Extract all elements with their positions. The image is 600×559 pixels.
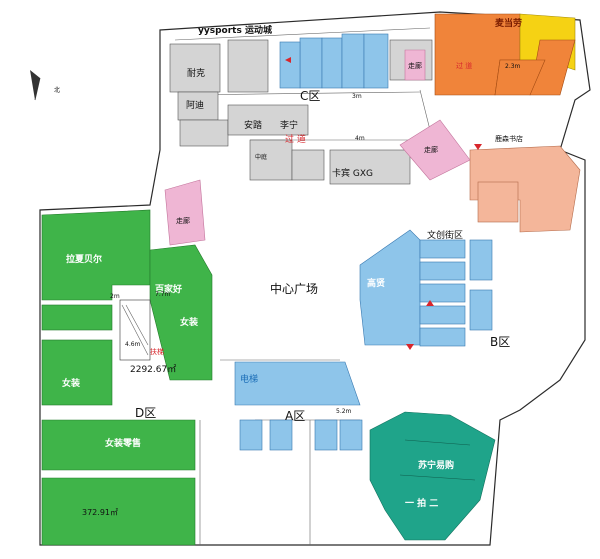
store-bookstore: 鹿森书店: [495, 134, 523, 143]
retail-area: 372.91㎡: [82, 508, 118, 517]
corridor-label-2: 走廊: [424, 145, 438, 154]
d-zone-area: 2292.67㎡: [130, 364, 176, 375]
store-lining: 李宁: [280, 119, 298, 131]
atrium-label: 中庭: [255, 153, 267, 161]
map-title: yysports 运动城: [198, 24, 272, 36]
store-gaoxin: 高贤: [367, 277, 385, 289]
dim-7-7: 7.7m: [155, 291, 171, 298]
b-zone-blue: [359, 229, 493, 347]
store-womens-b: 女装: [62, 377, 81, 389]
dim-4m: 4m: [355, 135, 365, 142]
c-zone-grey-units: [169, 39, 433, 185]
zone-a-label: A区: [285, 409, 305, 423]
store-yiyan: 一 拍 二: [405, 497, 438, 509]
suning-teal: [369, 411, 496, 541]
walkway-label-1: 过 道: [285, 133, 306, 145]
zone-b-label: B区: [490, 335, 510, 349]
zone-c-label: C区: [300, 89, 320, 103]
corridor-label-1: 走廊: [176, 216, 190, 225]
escalator-label: 扶梯: [150, 347, 164, 356]
direction-arrows: [285, 57, 482, 350]
bookstore-block: [469, 145, 581, 233]
store-nike: 耐克: [187, 67, 205, 79]
store-lachapelle: 拉夏贝尔: [66, 253, 102, 265]
corridor-label-3: 走廊: [408, 61, 422, 70]
dim-4-6: 4.6m: [125, 341, 141, 348]
mcdonalds-block: [434, 13, 576, 96]
center-plaza-label: 中心广场: [270, 281, 318, 296]
store-mcdonalds: 麦当劳: [495, 17, 522, 29]
store-anta: 安踏: [244, 119, 262, 131]
store-womens-retail: 女装零售: [105, 437, 141, 449]
store-suning: 苏宁易购: [418, 459, 454, 471]
store-kappa-gxg: 卡宾 GXG: [332, 167, 373, 179]
compass-north-label: 北: [54, 86, 60, 94]
walkways: [164, 49, 471, 246]
walkway-label-2: 过 道: [456, 61, 472, 70]
store-wenchuang: 文创街区: [427, 229, 463, 241]
c-zone-blue-units: [279, 33, 389, 89]
elevator-label: 电梯: [240, 373, 258, 385]
dim-3m: 3m: [352, 93, 362, 100]
compass-icon: [30, 70, 41, 101]
a-zone-blue: [234, 361, 363, 451]
store-womens-a: 女装: [180, 316, 199, 328]
zone-d-label: D区: [135, 406, 156, 420]
store-baijiahao: 百家好: [155, 283, 182, 295]
dim-5-2: 5.2m: [336, 408, 352, 415]
dim-2-3: 2.3m: [505, 63, 521, 70]
d-zone-green: [41, 209, 213, 546]
store-adidas: 阿迪: [186, 99, 204, 111]
dim-2m: 2m: [110, 293, 120, 300]
